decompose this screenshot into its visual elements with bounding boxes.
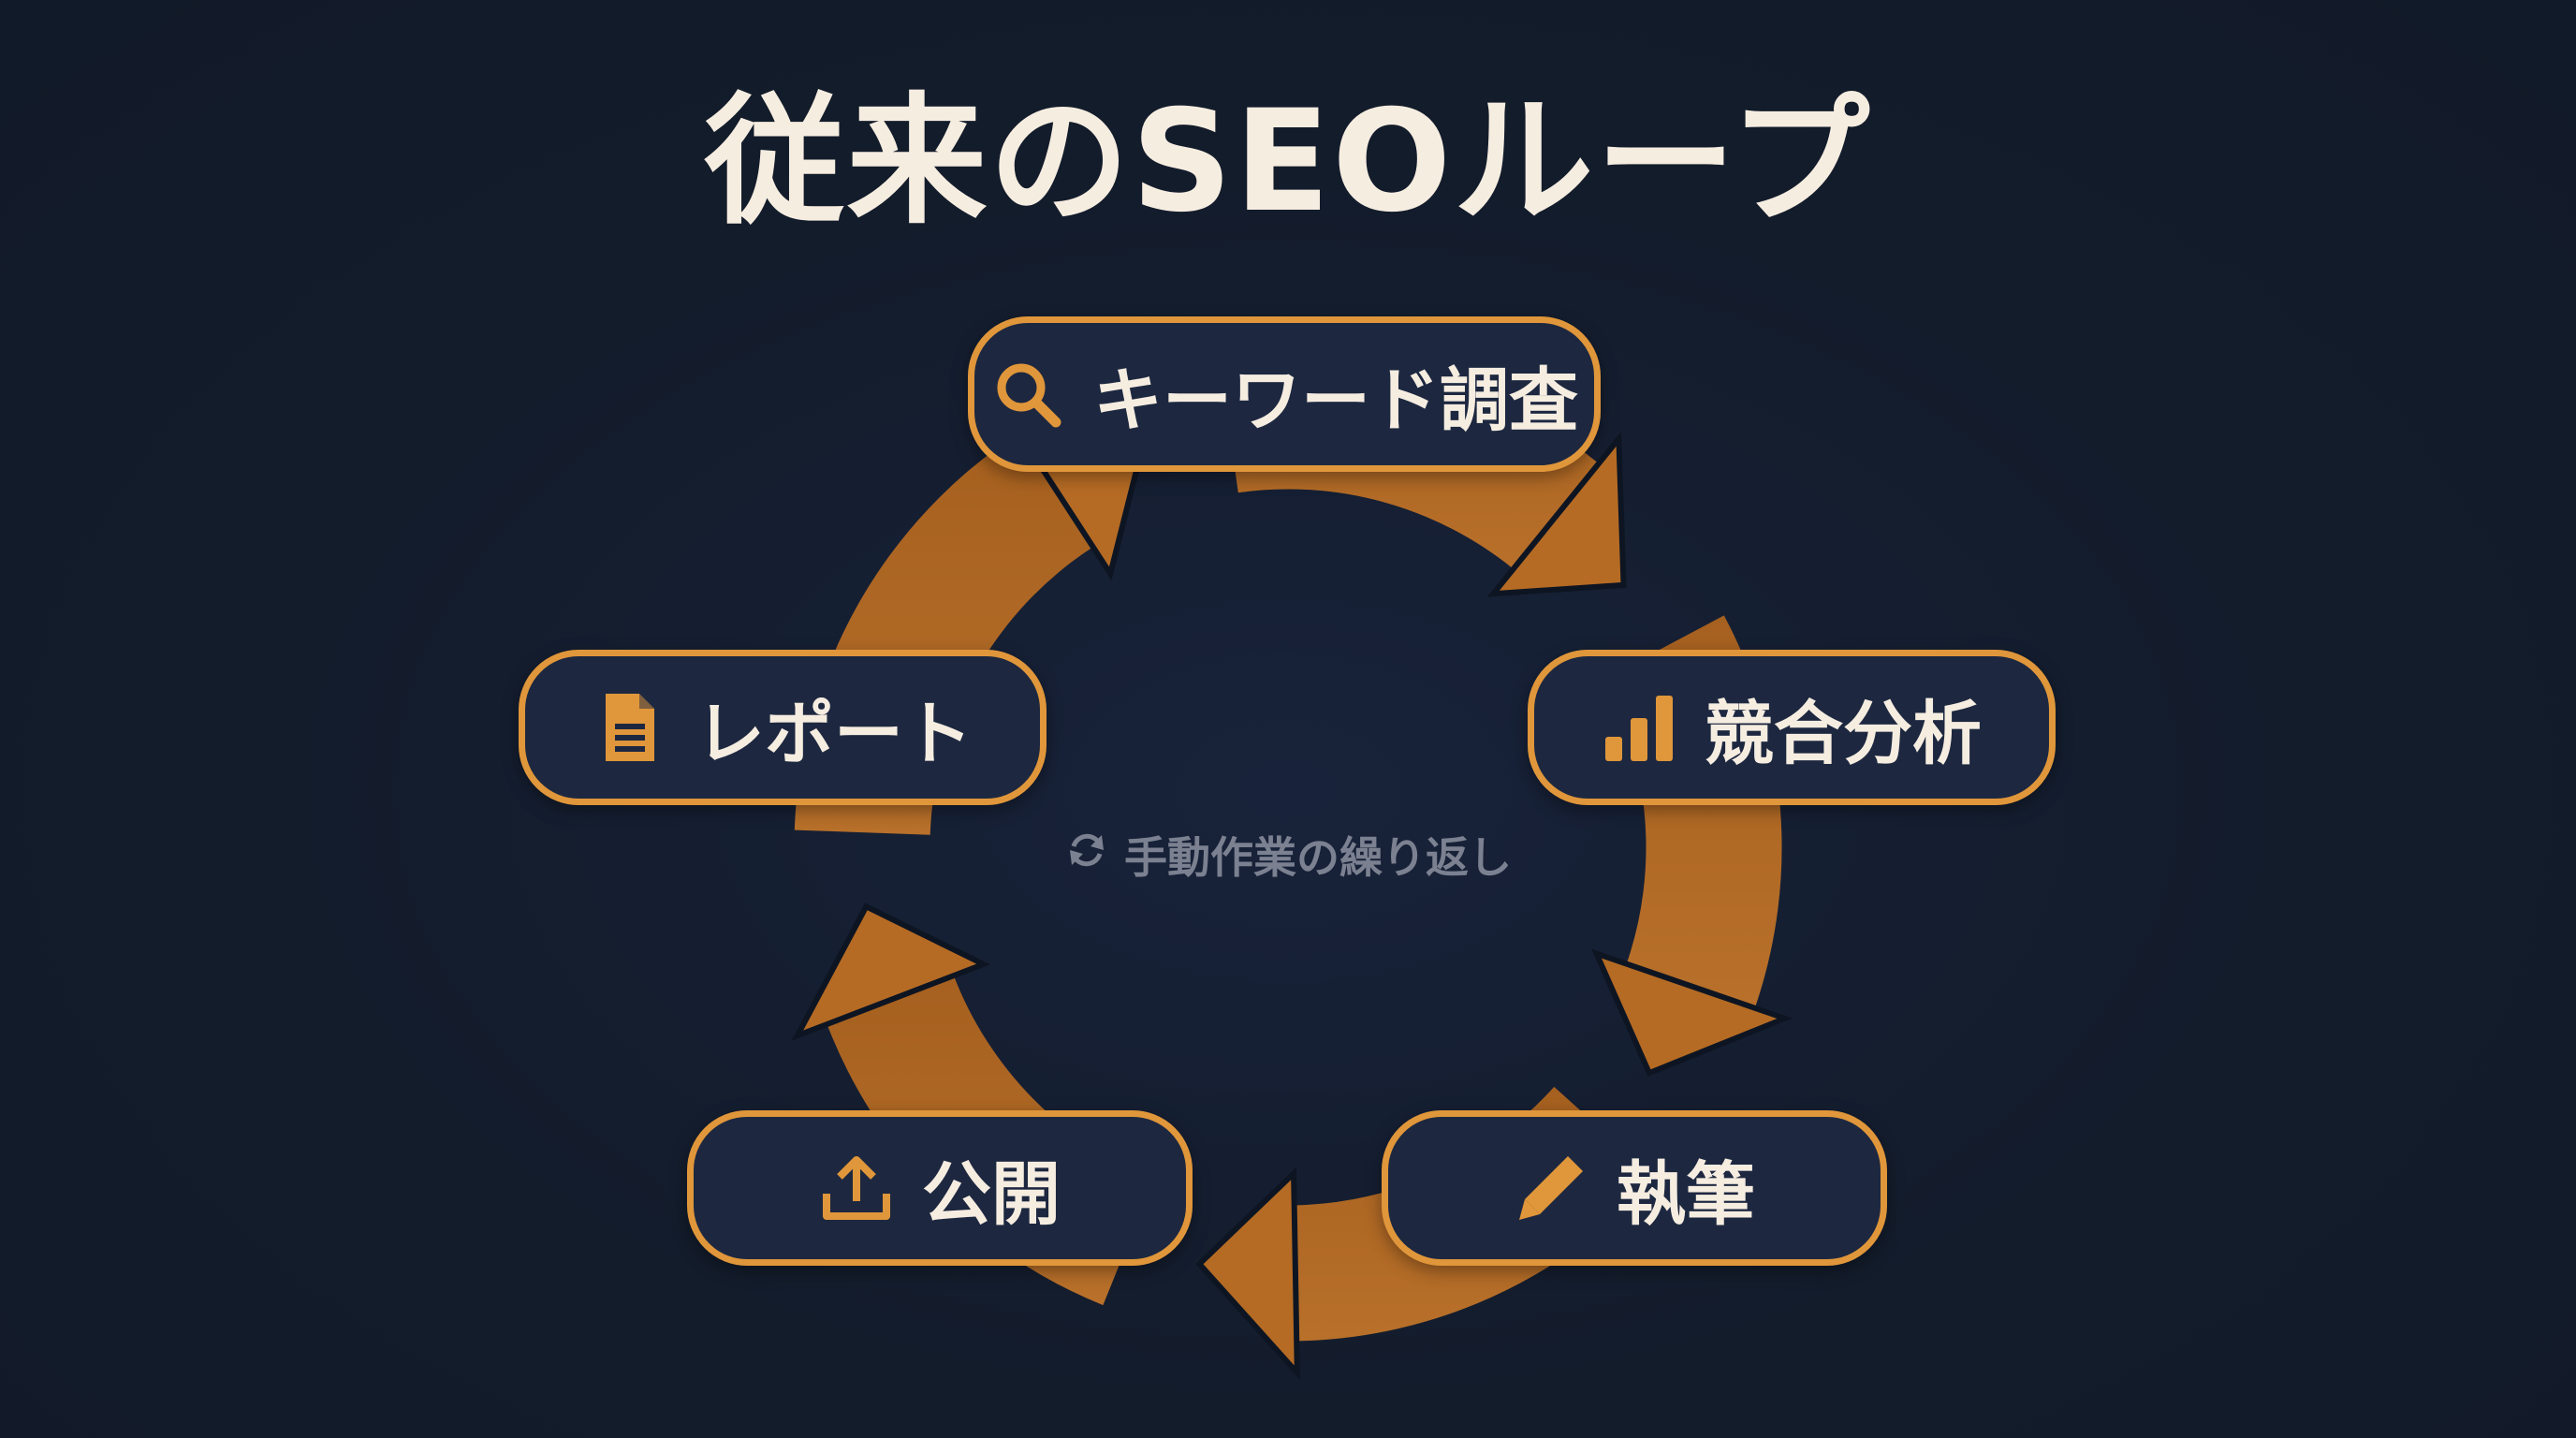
caption-text: 手動作業の繰り返し [1124, 832, 1512, 883]
step-writing: 執筆 [1382, 1110, 1887, 1266]
search-icon [990, 357, 1065, 432]
arrow-writing-to-publish-head [1195, 1167, 1300, 1381]
pencil-icon [1514, 1151, 1588, 1225]
arrow-keyword-to-analysis-head [1486, 431, 1627, 597]
document-icon [593, 690, 667, 765]
bar-chart-icon [1602, 690, 1676, 765]
step-report: レポート [519, 650, 1046, 805]
step-publish: 公開 [687, 1110, 1193, 1266]
step-competitor-analysis: 競合分析 [1528, 650, 2056, 805]
step-label: レポート [695, 693, 973, 774]
page-title: 従来のSEOループ [704, 81, 1872, 243]
step-keyword-research: キーワード調査 [968, 316, 1601, 472]
upload-icon [819, 1151, 894, 1225]
step-label: 執筆 [1617, 1153, 1755, 1235]
arrow-publish-to-report-head [791, 902, 991, 1041]
step-label: 競合分析 [1705, 693, 1982, 774]
step-label: 公開 [922, 1153, 1061, 1235]
arrow-analysis-to-writing-head [1590, 948, 1793, 1077]
center-caption: 手動作業の繰り返し [1007, 824, 1569, 886]
step-label: キーワード調査 [1093, 360, 1578, 441]
refresh-icon [1064, 828, 1109, 883]
